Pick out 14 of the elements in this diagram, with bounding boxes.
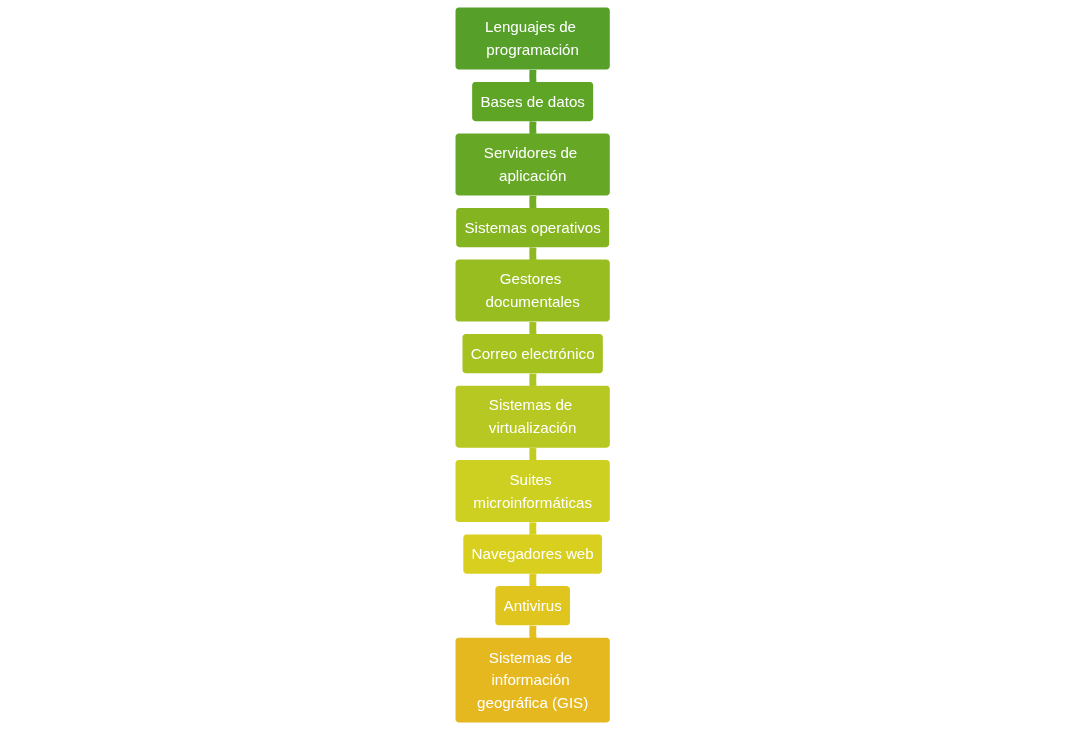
node-box: Correo electrónico [462,334,604,374]
node-box: Sistemas de virtualización [455,385,611,448]
node-box: Antivirus [495,586,571,626]
node-box: Sistemas de información geográfica (GIS) [455,637,611,723]
node-box: Suites microinformáticas [455,460,611,523]
node-box: Navegadores web [463,534,603,574]
connector [529,571,537,589]
node-box: Gestores documentales [455,259,611,322]
connector [529,319,537,337]
connector [529,445,537,463]
node-box: Servidores de aplicación [455,133,611,196]
node-box: Lenguajes de programación [455,7,611,70]
node-box: Sistemas operativos [456,207,610,248]
node-box: Bases de datos [472,81,594,122]
